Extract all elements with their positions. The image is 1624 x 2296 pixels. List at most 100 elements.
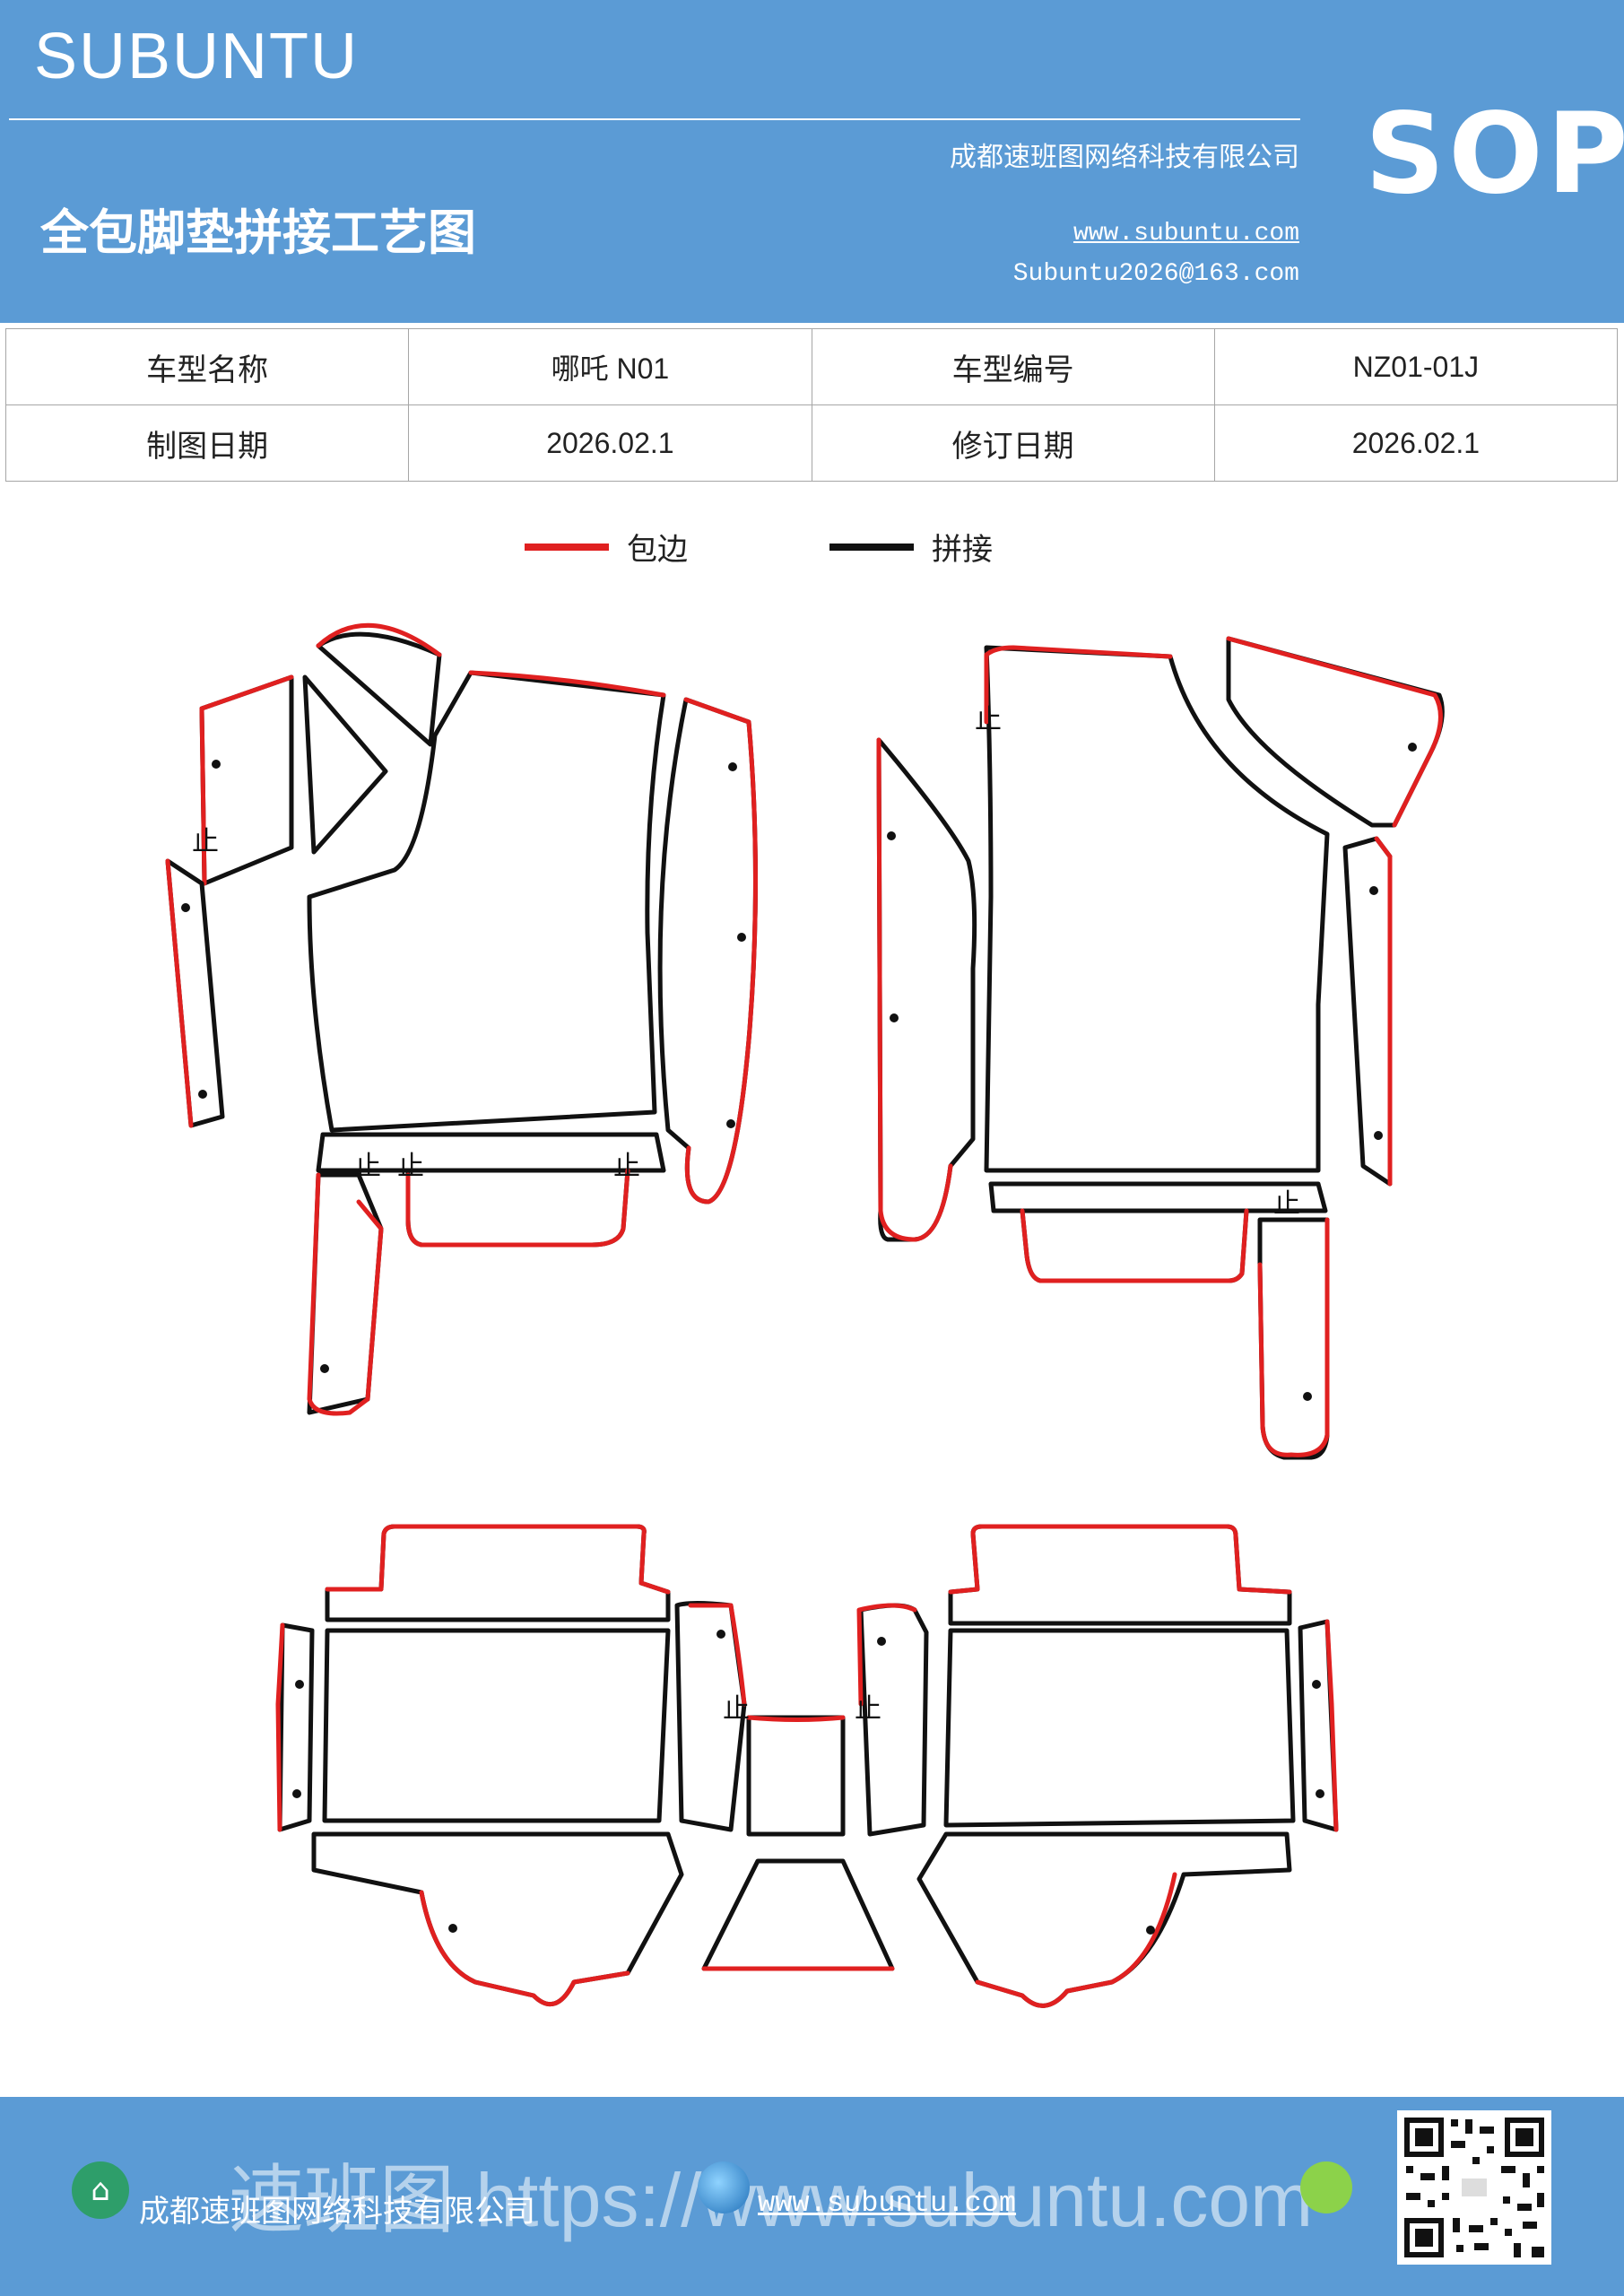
mat-piece-edge (948, 1524, 1292, 1595)
fixing-hole (887, 831, 896, 840)
wechat-icon (1300, 2161, 1352, 2213)
fixing-hole (1303, 1392, 1312, 1401)
document-title: 全包脚垫拼接工艺图 (40, 204, 476, 261)
drawing-date-value: 2026.02.1 (408, 404, 812, 482)
mat-piece-edge (1226, 636, 1443, 828)
fixing-hole (1369, 886, 1378, 895)
company-name: 成都速班图网络科技有限公司 (950, 142, 1299, 173)
mat-piece-edge (746, 1715, 846, 1722)
mat-piece-edge (683, 697, 758, 1205)
mat-piece-pedal (1020, 1208, 1249, 1283)
model-name-value: 哪吒 N01 (408, 328, 812, 405)
mat-piece-edge (307, 1172, 384, 1416)
model-code-label: 车型编号 (811, 328, 1215, 405)
mat-piece-center (943, 1628, 1296, 1828)
website-link[interactable]: www.subuntu.com (1073, 220, 1299, 248)
fixing-hole (877, 1637, 886, 1646)
stop-marker: 止 (855, 1693, 881, 1725)
mat-piece-right-strip (657, 697, 758, 1205)
stop-marker: 止 (397, 1151, 424, 1182)
mat-piece-top (325, 1524, 671, 1622)
fixing-hole (728, 762, 737, 771)
mat-piece-edge (1020, 1208, 1249, 1283)
brand-logo: SUBUNTU (34, 21, 360, 92)
revision-date-value: 2026.02.1 (1213, 404, 1619, 482)
fixing-hole (1374, 1131, 1383, 1140)
mat-piece-pedal (405, 1168, 630, 1248)
fixing-hole (295, 1680, 304, 1689)
fixing-hole (1408, 743, 1417, 752)
vehicle-info-table: 车型名称 哪吒 N01 车型编号 NZ01-01J 制图日期 2026.02.1… (4, 328, 1619, 482)
mat-piece-bottom (311, 1831, 684, 2006)
front-left-mat-group (165, 622, 758, 1416)
mat-piece-side-strip (165, 858, 225, 1128)
mat-piece-right-strip (1342, 836, 1393, 1187)
stop-markers: 止 止 止 止 止 止 止 止 (192, 704, 1300, 1725)
floor-mat-diagram: 止 止 止 止 止 止 止 止 (165, 622, 1445, 2008)
legend-item-edge: 包边 (525, 525, 688, 569)
fixing-hole (320, 1364, 329, 1373)
building-icon: ⌂ (72, 2161, 129, 2219)
mat-piece-center (322, 1628, 671, 1823)
legend: 包边 拼接 (0, 525, 1624, 570)
mat-piece-trapezoid (701, 1858, 895, 1971)
stop-marker: 止 (192, 826, 219, 857)
mat-piece-edge (1374, 836, 1393, 1187)
fixing-hole (1146, 1926, 1155, 1935)
watermark-text: 速班图 https://www.subuntu.com (229, 2158, 1314, 2242)
stop-marker: 止 (975, 704, 1002, 735)
mat-piece-triangle (302, 674, 388, 855)
stop-marker: 止 (354, 1151, 381, 1182)
mat-piece-heel (316, 631, 442, 747)
header-banner: SUBUNTU 成都速班图网络科技有限公司 全包脚垫拼接工艺图 www.subu… (0, 0, 1624, 323)
model-name-label: 车型名称 (4, 328, 410, 405)
mat-piece-edge (405, 1168, 630, 1248)
mat-piece-edge (876, 737, 953, 1242)
mat-piece-edge (325, 1524, 671, 1595)
fixing-hole (212, 760, 221, 769)
fixing-hole (890, 1013, 899, 1022)
mat-piece-edge (975, 1872, 1177, 2008)
rear-mat-group (275, 1524, 1339, 2008)
legend-swatch-red (525, 543, 609, 551)
mat-piece-edge (688, 1603, 747, 1707)
stop-marker: 止 (723, 1693, 750, 1725)
fixing-hole (716, 1630, 725, 1639)
mat-piece-edge (1324, 1619, 1339, 1832)
fixing-hole (198, 1090, 207, 1099)
model-code-value: NZ01-01J (1213, 328, 1619, 405)
stop-marker: 止 (1273, 1188, 1300, 1220)
legend-label-edge: 包边 (627, 532, 688, 568)
mat-piece-bottom (916, 1831, 1292, 2008)
mat-piece-left-strip (876, 737, 977, 1242)
mat-piece-edge (275, 1622, 285, 1832)
table-row: 车型名称 哪吒 N01 车型编号 NZ01-01J (4, 328, 1619, 405)
stop-marker: 止 (613, 1151, 640, 1182)
footer-banner: ⌂ 速班图 https://www.subuntu.com 成都速班图网络科技有… (0, 2097, 1624, 2296)
footer-website-link[interactable]: www.subuntu.com (758, 2187, 1017, 2220)
mat-piece-edge (1257, 1217, 1330, 1457)
fixing-hole (737, 933, 746, 942)
mat-piece-edge (468, 670, 666, 698)
fixing-holes (181, 743, 1417, 1935)
fixing-hole (448, 1924, 457, 1933)
globe-icon (698, 2161, 750, 2213)
table-row: 制图日期 2026.02.1 修订日期 2026.02.1 (4, 404, 1619, 482)
mat-piece-main (984, 645, 1330, 1173)
fixing-hole (292, 1789, 301, 1798)
mat-piece-edge (984, 645, 1173, 725)
mat-piece-edge (856, 1603, 917, 1707)
legend-swatch-black (829, 543, 914, 551)
legend-label-joint: 拼接 (932, 532, 993, 568)
mat-piece-edge (316, 622, 442, 657)
mat-piece-tunnel (746, 1715, 846, 1837)
mat-piece-edge (165, 858, 194, 1128)
sop-label: SOP (1365, 90, 1624, 219)
contact-email: Subuntu2026@163.com (1012, 260, 1299, 288)
mat-piece-edge (199, 674, 294, 886)
front-right-mat-group (876, 636, 1445, 1460)
mat-piece-main (307, 670, 666, 1133)
qr-code-icon (1397, 2110, 1551, 2265)
mat-piece-sill (316, 1132, 666, 1173)
fixing-hole (1312, 1680, 1321, 1689)
